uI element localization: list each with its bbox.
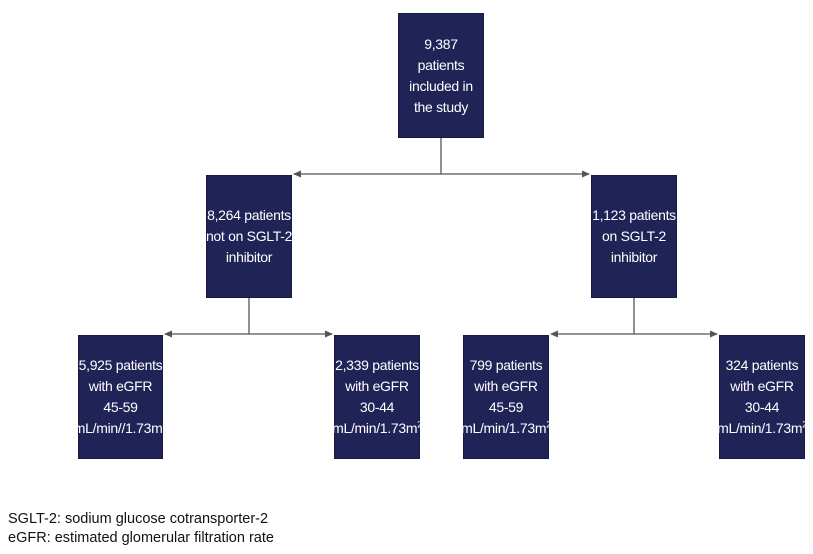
node-text-line: 30-44 <box>744 399 780 415</box>
node-text-line: with eGFR <box>88 378 153 394</box>
node-unit-line: mL/min/1.73m2 <box>461 418 551 439</box>
node-unit-line: mL/min//1.73m2 <box>73 418 168 439</box>
node-text-line: not on SGLT-2 <box>205 228 293 244</box>
node-text-line: patients <box>417 56 465 73</box>
node-unit-text: mL/min/1.73m <box>717 420 803 436</box>
node-text-line: 799 patients <box>469 357 543 373</box>
node-text-line: 8,264 patients <box>207 207 291 223</box>
node-unit-superscript: 2 <box>802 419 807 430</box>
node-text-line: 9,387 <box>424 35 458 52</box>
node-sglt2-egfr-45-59: 799 patients with eGFR 45-59 mL/min/1.73… <box>461 335 551 459</box>
node-text-line: 30-44 <box>359 399 395 415</box>
footnotes: SGLT-2: sodium glucose cotransporter-2 e… <box>8 510 274 548</box>
node-unit-superscript: 2 <box>417 419 422 430</box>
node-text-line: included in <box>409 77 473 94</box>
node-not-on-sglt2: 8,264 patients not on SGLT-2 inhibitor <box>206 175 292 298</box>
node-text-line: with eGFR <box>730 378 794 394</box>
node-unit-superscript: 2 <box>546 419 551 430</box>
node-text-line: on SGLT-2 <box>602 228 666 244</box>
node-text-line: with eGFR <box>345 378 409 394</box>
footnote-sglt2: SGLT-2: sodium glucose cotransporter-2 <box>8 511 269 527</box>
node-text-line: inhibitor <box>610 249 658 265</box>
node-total-patients: 9,387 patients included in the study <box>398 13 484 138</box>
node-unit-superscript: 2 <box>162 419 168 430</box>
node-text-line: 45-59 <box>103 399 138 415</box>
footnote-egfr: eGFR: estimated glomerular filtration ra… <box>8 530 274 546</box>
node-text-line: 5,925 patients <box>78 357 163 373</box>
node-unit-text: mL/min//1.73m <box>73 420 163 436</box>
node-on-sglt2: 1,123 patients on SGLT-2 inhibitor <box>591 175 677 298</box>
node-text-line: 324 patients <box>725 357 799 373</box>
node-text-line: inhibitor <box>225 249 273 265</box>
node-sglt2-egfr-30-44: 324 patients with eGFR 30-44 mL/min/1.73… <box>717 335 807 459</box>
node-unit-line: mL/min/1.73m2 <box>717 418 807 439</box>
node-text-line: 45-59 <box>488 399 524 415</box>
node-not-sglt2-egfr-45-59: 5,925 patients with eGFR 45-59 mL/min//1… <box>74 335 167 459</box>
node-text-line: 1,123 patients <box>592 207 676 223</box>
node-text-line: the study <box>413 98 469 115</box>
node-unit-line: mL/min/1.73m2 <box>332 418 422 439</box>
node-text-line: with eGFR <box>474 378 538 394</box>
node-text-line: 2,339 patients <box>335 357 419 373</box>
node-unit-text: mL/min/1.73m <box>332 420 418 436</box>
node-not-sglt2-egfr-30-44: 2,339 patients with eGFR 30-44 mL/min/1.… <box>332 335 422 459</box>
node-unit-text: mL/min/1.73m <box>461 420 547 436</box>
